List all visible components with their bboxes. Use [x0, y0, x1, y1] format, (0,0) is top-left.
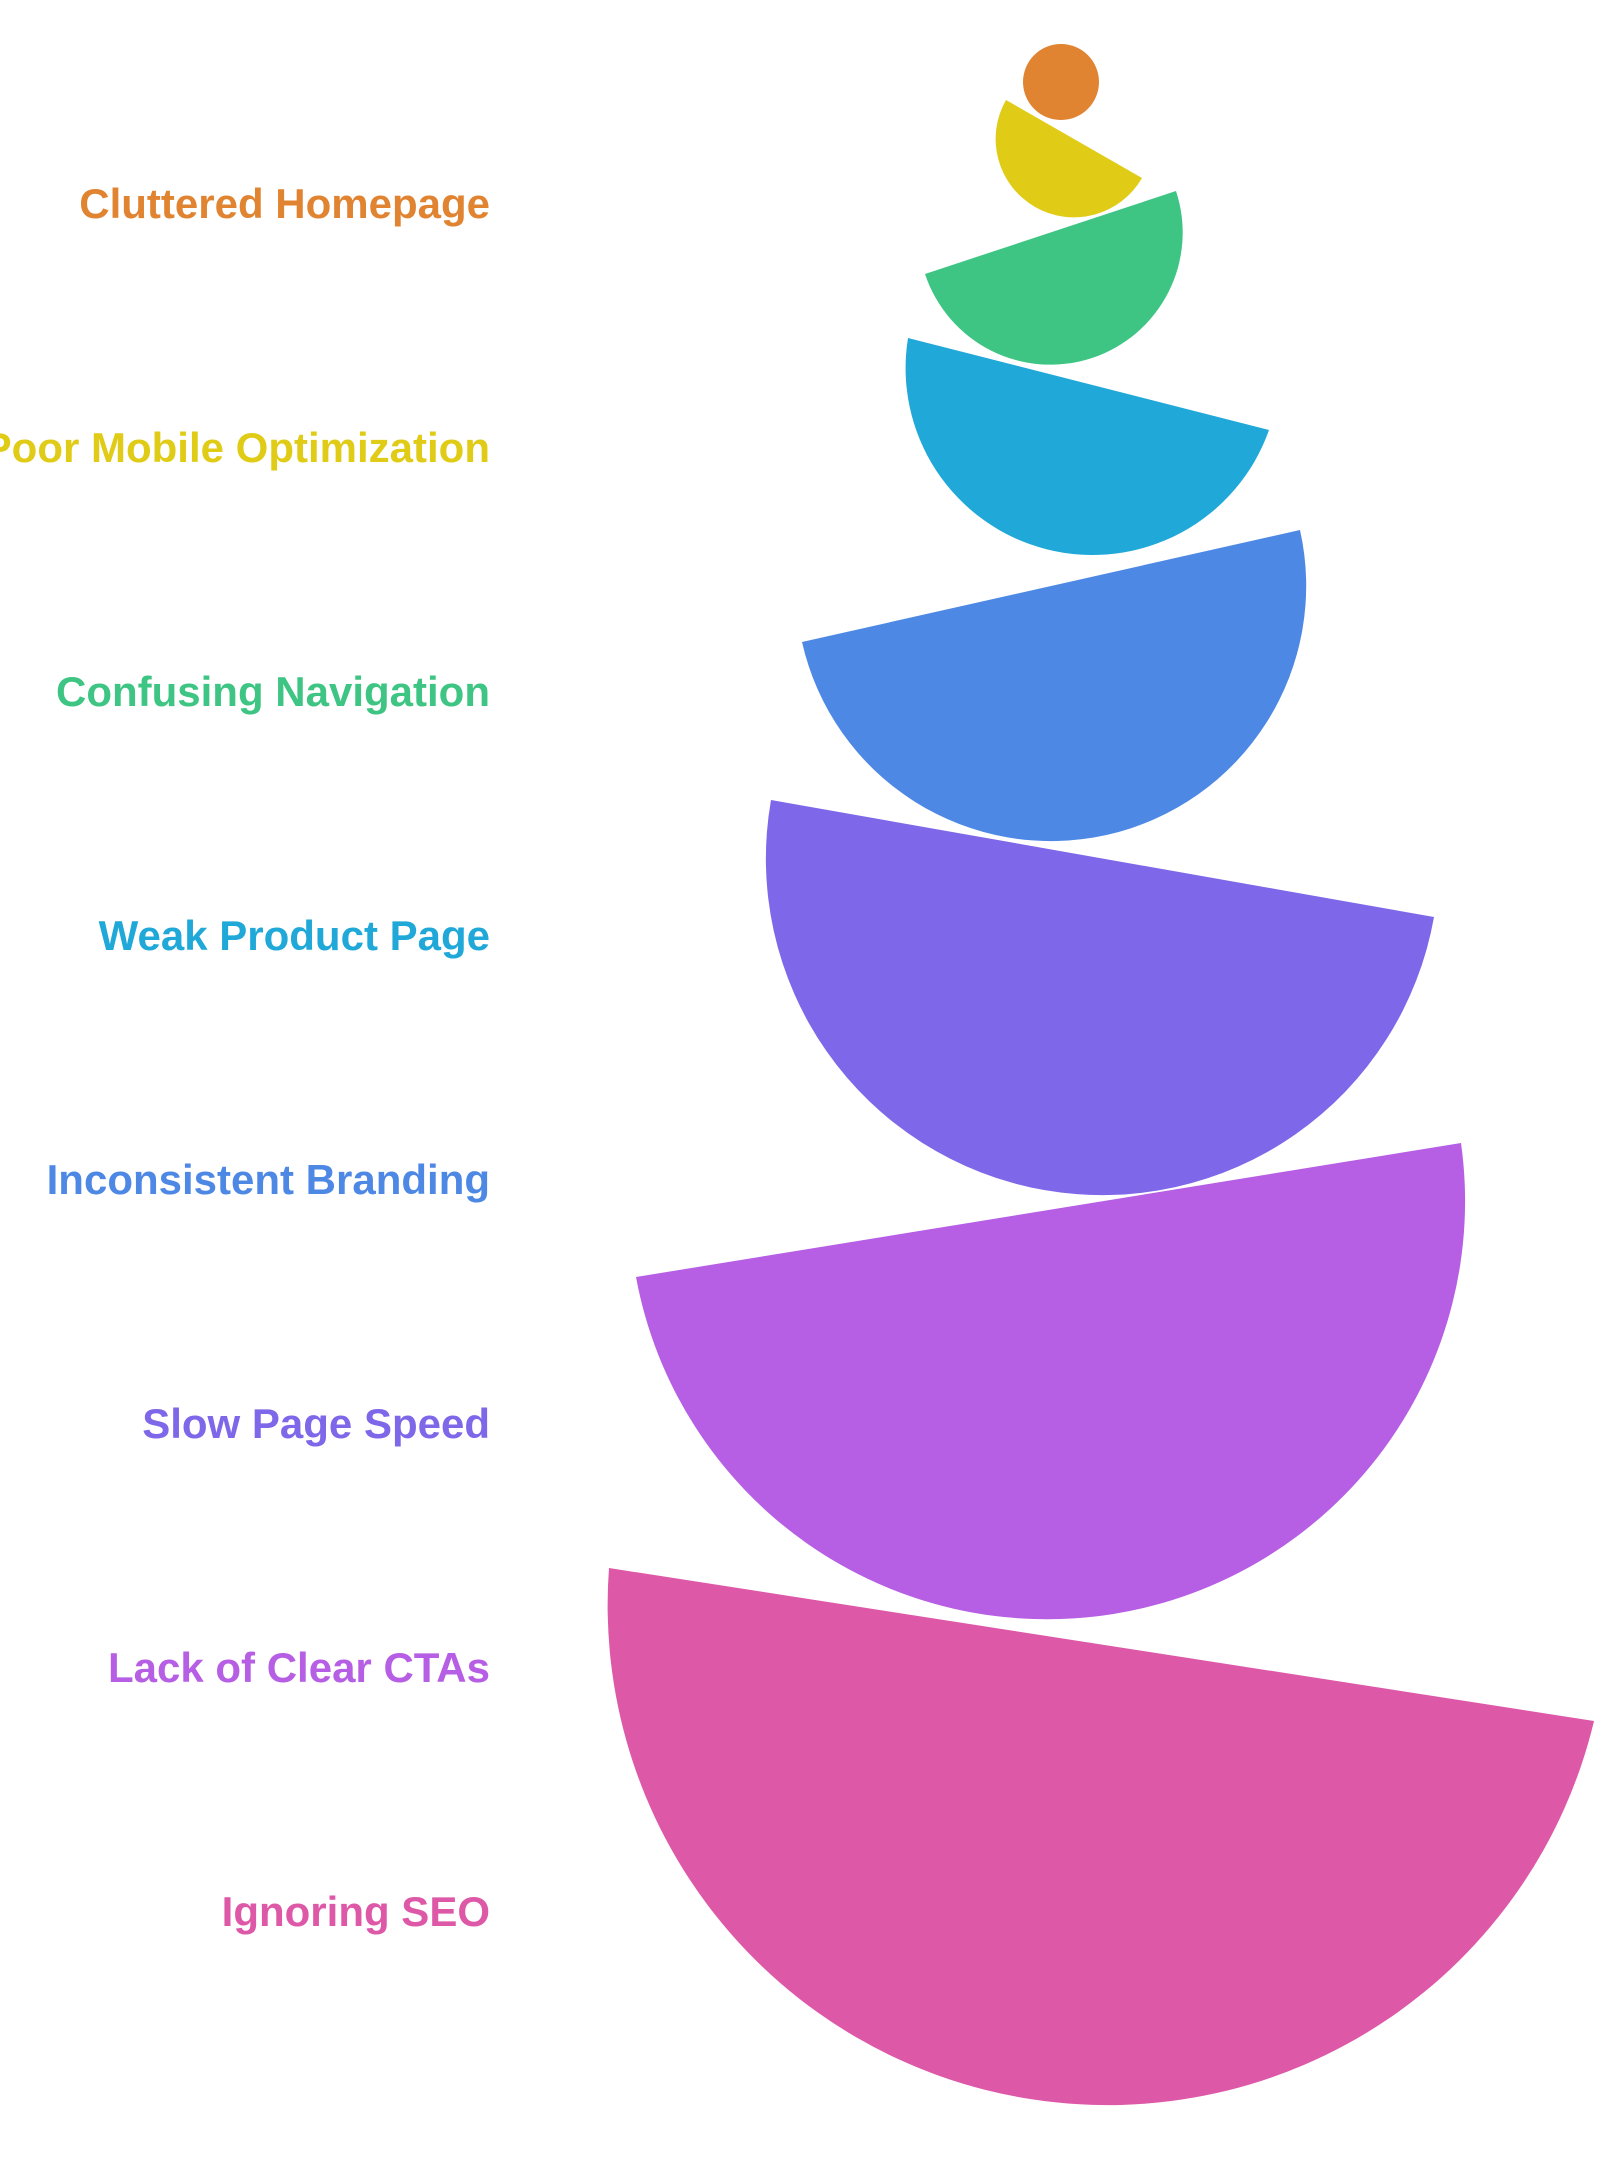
label-column: Cluttered Homepage Poor Mobile Optimizat… — [0, 0, 490, 2176]
label-cluttered-homepage: Cluttered Homepage — [79, 180, 490, 227]
label-ignoring-seo: Ignoring SEO — [221, 1888, 490, 1935]
bowl-ignoring-seo — [607, 1568, 1594, 2106]
bowl-lack-of-clear-ctas — [636, 1143, 1466, 1620]
label-inconsistent-branding: Inconsistent Branding — [46, 1156, 490, 1203]
bowl-slow-page-speed — [765, 800, 1434, 1196]
bowl-confusing-navigation — [925, 191, 1183, 365]
label-slow-page-speed: Slow Page Speed — [142, 1400, 490, 1447]
bowl-inconsistent-branding — [802, 530, 1307, 842]
bowl-weak-product-page — [905, 338, 1269, 555]
bowl-poor-mobile-optimization — [995, 100, 1142, 218]
label-weak-product-page: Weak Product Page — [98, 912, 490, 959]
top-ball — [1023, 44, 1099, 120]
label-confusing-navigation: Confusing Navigation — [56, 668, 490, 715]
label-lack-of-clear-ctas: Lack of Clear CTAs — [108, 1644, 490, 1691]
label-poor-mobile-optimization: Poor Mobile Optimization — [0, 424, 490, 471]
